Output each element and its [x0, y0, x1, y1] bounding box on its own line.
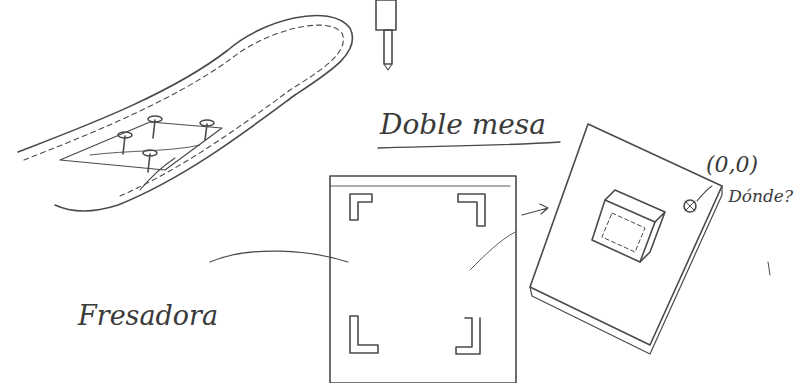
section-heading: Doble mesa	[380, 108, 546, 141]
machine-label: Fresadora	[78, 300, 218, 331]
question-note: Dónde?	[728, 186, 793, 206]
origin-coordinate: (0,0)	[706, 152, 758, 177]
